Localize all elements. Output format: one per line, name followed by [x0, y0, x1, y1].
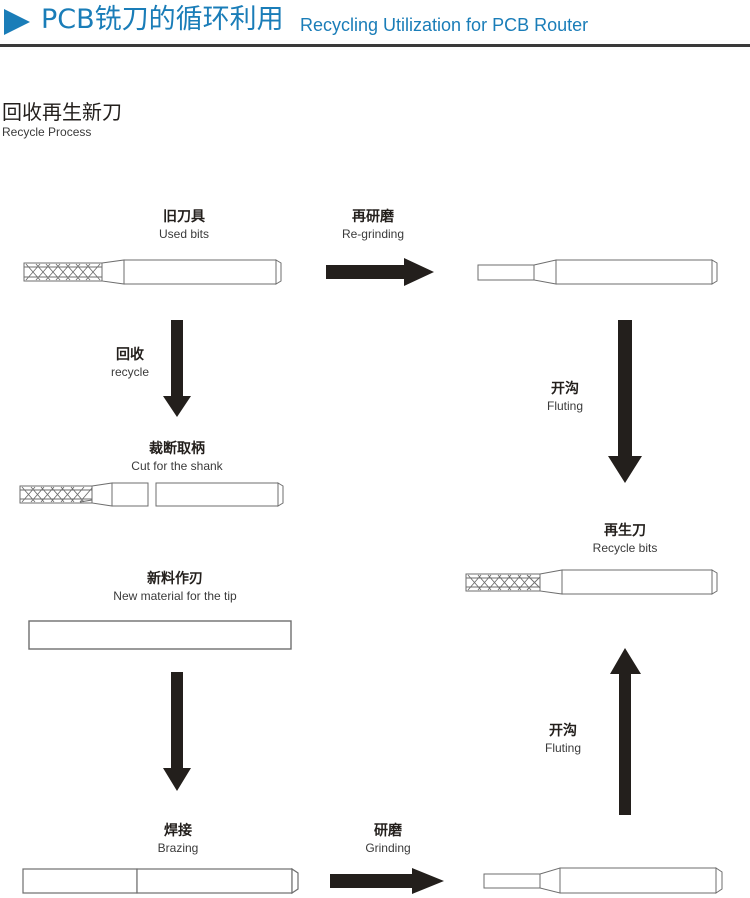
section-title-cn: 回收再生新刀	[2, 100, 122, 124]
label-recycle-bits-en: Recycle bits	[592, 541, 658, 555]
page-title-cn: PCB铣刀的循环利用	[41, 4, 284, 35]
label-new-material-cn: 新料作刃	[147, 571, 203, 587]
tool-used-bits	[20, 256, 292, 290]
label-brazing-en: Brazing	[157, 841, 199, 855]
label-brazing: 焊接 Brazing	[124, 822, 232, 856]
label-fluting-upper-en: Fluting	[546, 399, 584, 413]
label-grinding-en: Grinding	[365, 841, 411, 855]
label-brazing-cn: 焊接	[164, 823, 192, 839]
label-grinding: 研磨 Grinding	[336, 822, 440, 856]
label-fluting-lower-cn: 开沟	[549, 723, 577, 739]
label-new-material-en: New material for the tip	[113, 589, 237, 603]
label-recycle-en: recycle	[110, 365, 149, 379]
arrow-recycle	[162, 320, 192, 418]
arrow-to-brazing	[162, 672, 192, 792]
label-fluting-lower-en: Fluting	[544, 741, 582, 755]
section-title-en: Recycle Process	[2, 125, 92, 139]
label-cut-shank: 裁断取柄 Cut for the shank	[112, 440, 242, 474]
tool-ground-blank	[483, 864, 736, 898]
tool-reground-blank	[477, 256, 730, 290]
arrow-fluting-lower	[610, 648, 642, 816]
label-used-bits: 旧刀具 Used bits	[124, 208, 244, 242]
label-recycle-cn: 回收	[116, 347, 144, 363]
page-header: PCB铣刀的循环利用 Recycling Utilization for PCB…	[0, 0, 750, 47]
label-fluting-upper: 开沟 Fluting	[520, 380, 610, 414]
label-cut-shank-en: Cut for the shank	[131, 459, 223, 473]
tool-brazed-blank	[22, 866, 308, 896]
label-grinding-cn: 研磨	[374, 823, 402, 839]
tool-new-material-bar	[28, 620, 298, 652]
label-new-material: 新料作刃 New material for the tip	[100, 570, 250, 604]
triangle-right-icon	[4, 9, 30, 35]
label-regrinding-en: Re-grinding	[341, 227, 405, 241]
label-recycle: 回收 recycle	[86, 346, 174, 380]
arrow-grinding	[330, 868, 446, 894]
label-used-bits-cn: 旧刀具	[163, 209, 205, 225]
header-divider	[0, 44, 750, 47]
label-recycle-bits: 再生刀 Recycle bits	[570, 522, 680, 556]
label-recycle-bits-cn: 再生刀	[604, 523, 646, 539]
arrow-fluting-upper	[608, 320, 644, 484]
label-fluting-upper-cn: 开沟	[551, 381, 579, 397]
tool-cut-shank	[16, 478, 298, 512]
label-regrinding: 再研磨 Re-grinding	[318, 208, 428, 242]
label-cut-shank-cn: 裁断取柄	[149, 441, 205, 457]
tool-recycle-bits	[462, 566, 734, 600]
label-regrinding-cn: 再研磨	[352, 209, 394, 225]
label-fluting-lower: 开沟 Fluting	[518, 722, 608, 756]
page-title-en: Recycling Utilization for PCB Router	[300, 15, 589, 35]
label-used-bits-en: Used bits	[158, 227, 210, 241]
arrow-regrinding	[326, 258, 436, 286]
